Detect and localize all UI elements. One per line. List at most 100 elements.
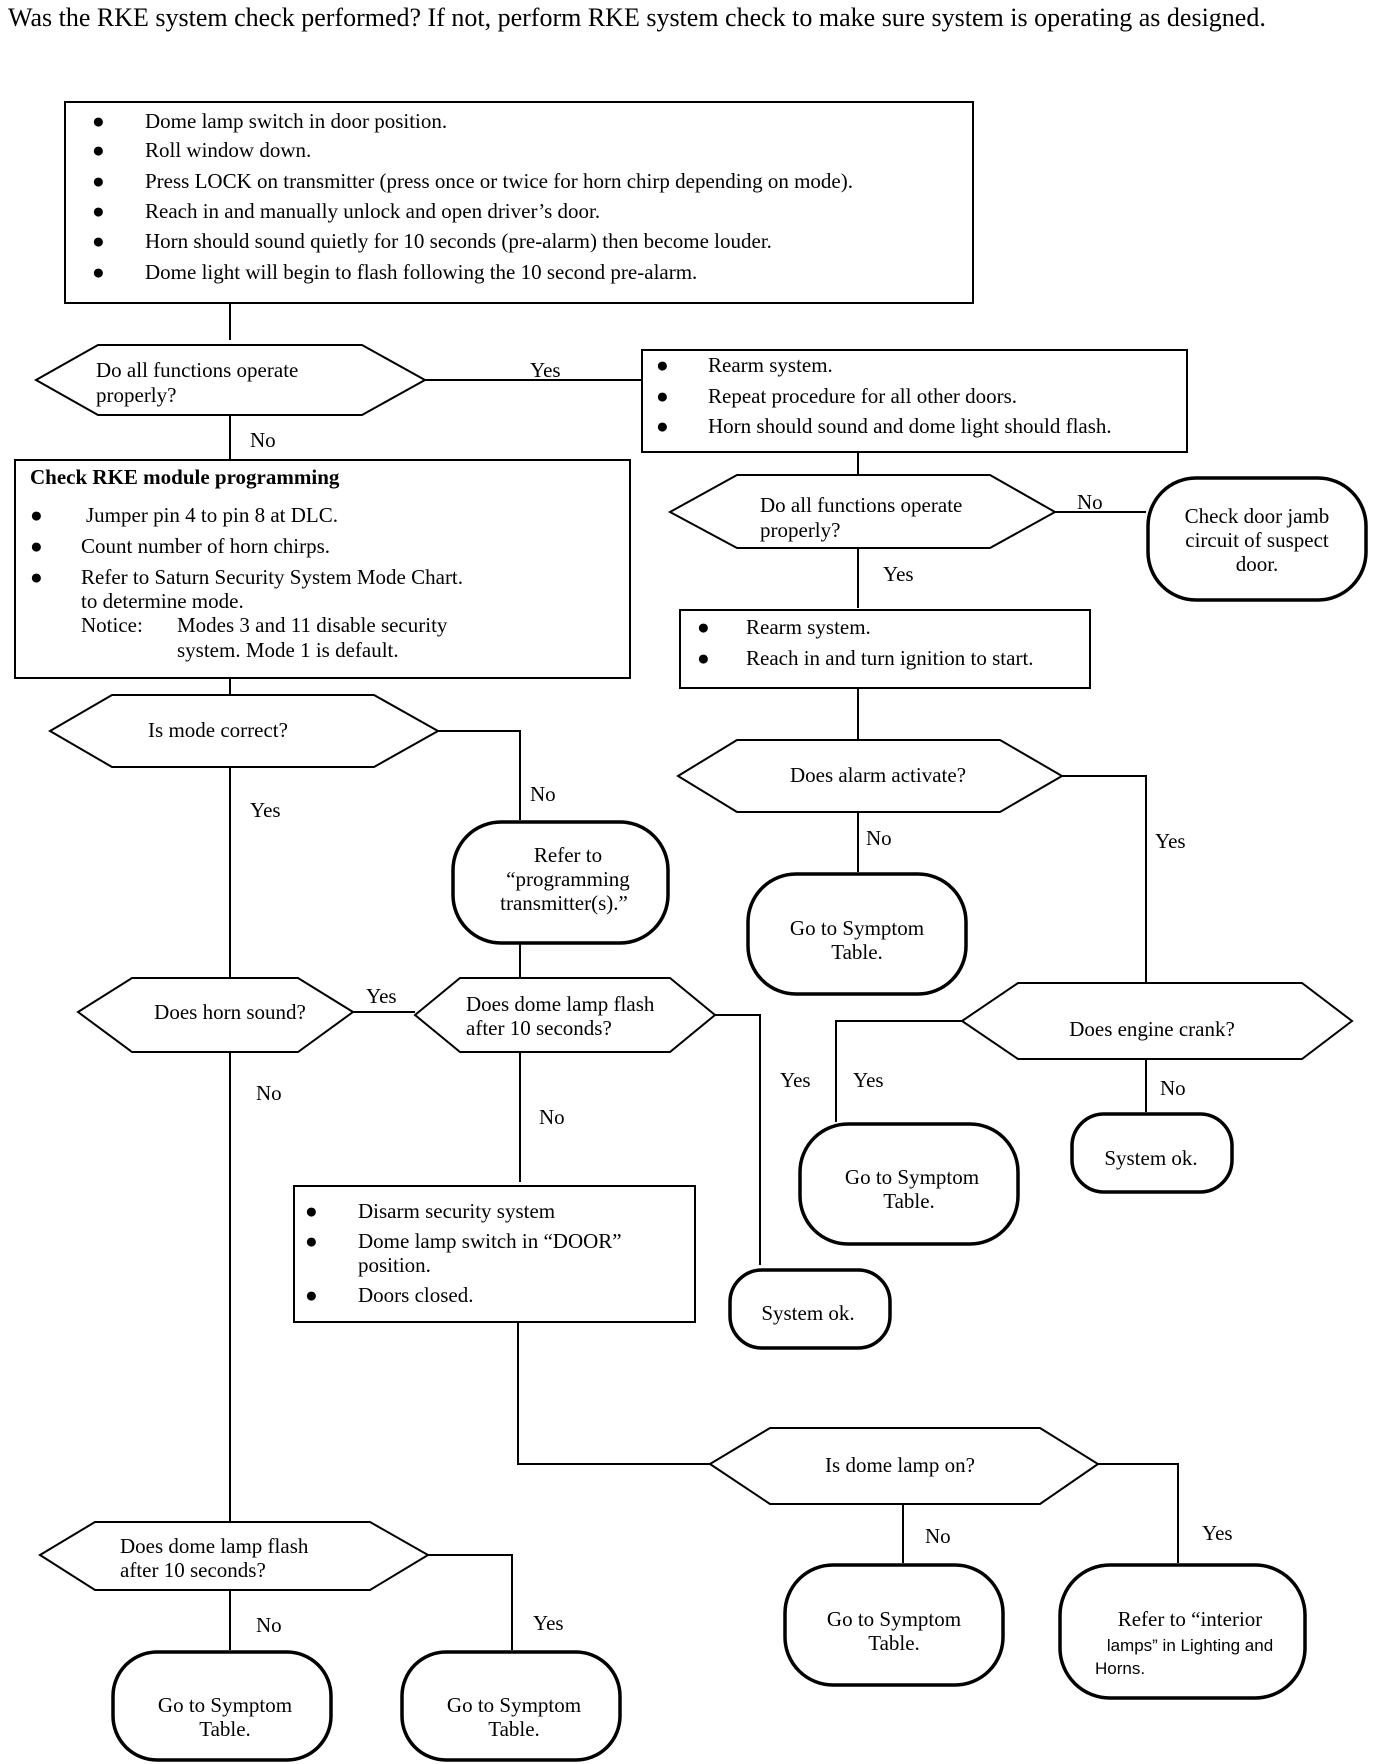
step-text: Refer to Saturn Security System Mode Cha… — [81, 565, 463, 589]
connectors — [229, 303, 1179, 1650]
label-no: No — [256, 1081, 282, 1105]
decision-text: properly? — [96, 383, 176, 407]
step-text: Rearm system. — [708, 353, 833, 377]
terminator-text: Table. — [199, 1717, 251, 1741]
bullet: ● — [30, 565, 43, 589]
notice-text: system. Mode 1 is default. — [177, 638, 399, 662]
rke-module-box: Check RKE module programming ● Jumper pi… — [14, 459, 631, 679]
terminator-text: Table. — [488, 1717, 540, 1741]
terminator-symptom-table-4: Go to Symptom Table. — [111, 1650, 333, 1762]
step-text: Rearm system. — [746, 615, 871, 639]
terminator-text: Table. — [883, 1189, 935, 1213]
step-text: Jumper pin 4 to pin 8 at DLC. — [86, 503, 338, 527]
terminator-symptom-table-3: Go to Symptom Table. — [783, 1563, 1005, 1687]
bullet: ● — [697, 615, 710, 639]
terminator-text: lamps” in Lighting and — [1107, 1636, 1273, 1655]
bullet: ● — [305, 1229, 318, 1253]
label-yes: Yes — [1155, 829, 1186, 853]
step-text: position. — [358, 1253, 431, 1277]
initial-procedure-box: ● Dome lamp switch in door position. ● R… — [64, 101, 974, 304]
step-text: Reach in and turn ignition to start. — [746, 646, 1034, 670]
decision-text: Do all functions operate — [96, 358, 298, 382]
bullet: ● — [92, 229, 105, 253]
decision-functions-2: Do all functions operate properly? — [667, 474, 1058, 549]
decision-text: Does dome lamp flash — [120, 1534, 309, 1558]
terminator-text: Horns. — [1095, 1659, 1145, 1678]
bullet: ● — [30, 534, 43, 558]
decision-text: after 10 seconds? — [120, 1558, 266, 1582]
terminator-programming: Refer to “programming transmitter(s).” — [451, 820, 670, 945]
label-no: No — [256, 1613, 282, 1637]
decision-crank: Does engine crank? — [960, 982, 1354, 1060]
bullet: ● — [656, 384, 669, 408]
connector-line — [1062, 775, 1147, 983]
decision-dome-flash-2: Does dome lamp flash after 10 seconds? — [38, 1521, 430, 1591]
box-title: Check RKE module programming — [30, 465, 340, 489]
label-yes: Yes — [250, 798, 281, 822]
label-no: No — [530, 782, 556, 806]
terminator-symptom-table-2: Go to Symptom Table. — [798, 1122, 1020, 1246]
terminator-text: System ok. — [761, 1301, 854, 1325]
terminator-door-jamb: Check door jamb circuit of suspect door. — [1146, 476, 1368, 602]
label-no: No — [925, 1524, 951, 1548]
terminator-symptom-table-5: Go to Symptom Table. — [400, 1650, 622, 1762]
terminator-text: Check door jamb — [1185, 504, 1330, 528]
terminator-text: Table. — [868, 1631, 920, 1655]
terminator-text: Go to Symptom — [158, 1693, 292, 1717]
label-no: No — [1160, 1076, 1186, 1100]
bullet: ● — [656, 414, 669, 438]
bullet: ● — [92, 138, 105, 162]
notice-text: Modes 3 and 11 disable security — [177, 613, 448, 637]
decision-mode: Is mode correct? — [48, 694, 441, 768]
step-text: Reach in and manually unlock and open dr… — [145, 199, 600, 223]
bullet: ● — [305, 1283, 318, 1307]
step-text: Repeat procedure for all other doors. — [708, 384, 1017, 408]
terminator-text: “programming — [506, 867, 630, 891]
step-text: Dome lamp switch in “DOOR” — [358, 1229, 622, 1253]
step-text: Doors closed. — [358, 1283, 473, 1307]
terminator-text: circuit of suspect — [1185, 528, 1329, 552]
terminator-text: Go to Symptom — [447, 1693, 581, 1717]
header-question: Was the RKE system check performed? If n… — [8, 3, 1266, 32]
label-yes: Yes — [533, 1611, 564, 1635]
terminator-interior-lamps: Refer to “interior lamps” in Lighting an… — [1058, 1563, 1307, 1700]
decision-alarm: Does alarm activate? — [676, 739, 1064, 813]
decision-text: Does horn sound? — [154, 1000, 306, 1024]
label-no: No — [1077, 490, 1103, 514]
label-yes: Yes — [883, 562, 914, 586]
label-yes: Yes — [530, 358, 561, 382]
step-text: to determine mode. — [81, 589, 244, 613]
decision-text: Does dome lamp flash — [466, 992, 655, 1016]
decision-text: Do all functions operate — [760, 493, 962, 517]
disarm-box: ● Disarm security system ● Dome lamp swi… — [293, 1185, 696, 1323]
label-yes: Yes — [853, 1068, 884, 1092]
connector-line — [438, 730, 521, 820]
step-text: Horn should sound and dome light should … — [708, 414, 1112, 438]
bullet: ● — [92, 260, 105, 284]
rearm-box-2: ● Rearm system. ● Reach in and turn igni… — [679, 609, 1091, 689]
terminator-text: Table. — [831, 940, 883, 964]
connector-line — [715, 1014, 761, 1265]
terminator-system-ok-2: System ok. — [728, 1268, 892, 1350]
decision-dome-flash-1: Does dome lamp flash after 10 seconds? — [413, 977, 717, 1053]
label-yes: Yes — [366, 984, 397, 1008]
label-yes: Yes — [780, 1068, 811, 1092]
step-text: Roll window down. — [145, 138, 311, 162]
bullet: ● — [656, 353, 669, 377]
connector-line — [835, 1020, 962, 1122]
bullet: ● — [697, 646, 710, 670]
decision-text: properly? — [760, 518, 840, 542]
rearm-box-1: ● Rearm system. ● Repeat procedure for a… — [641, 349, 1188, 453]
terminator-text: door. — [1236, 552, 1279, 576]
label-no: No — [866, 826, 892, 850]
terminator-text: transmitter(s).” — [500, 891, 628, 915]
step-text: Dome lamp switch in door position. — [145, 109, 447, 133]
step-text: Press LOCK on transmitter (press once or… — [145, 169, 853, 193]
terminator-text: System ok. — [1104, 1146, 1197, 1170]
decision-text: after 10 seconds? — [466, 1016, 612, 1040]
decision-text: Is mode correct? — [148, 718, 288, 742]
terminator-text: Go to Symptom — [790, 916, 924, 940]
notice-label: Notice: — [81, 613, 143, 637]
terminator-text: Refer to “interior — [1118, 1607, 1263, 1631]
label-no: No — [539, 1105, 565, 1129]
